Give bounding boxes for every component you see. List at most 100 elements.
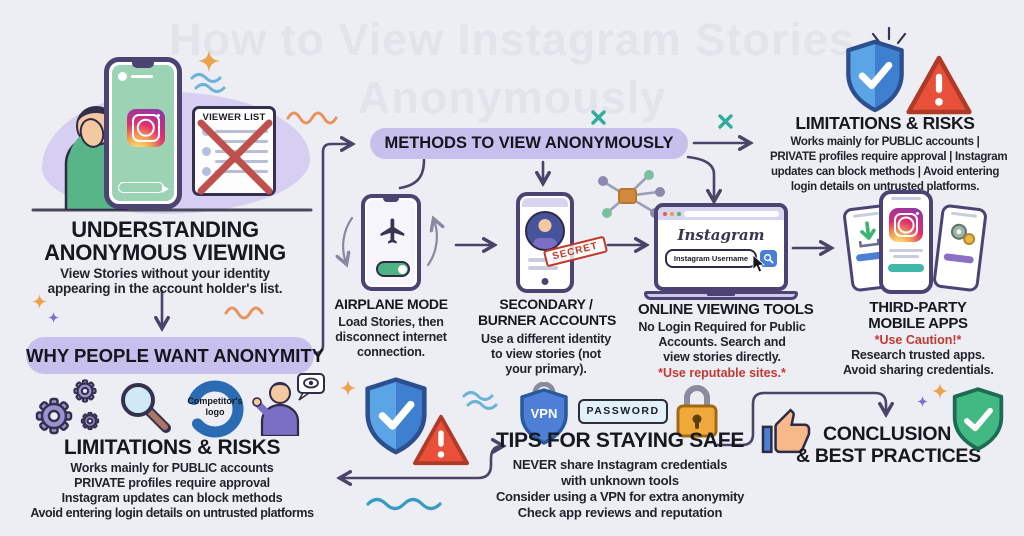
password-badge: PASSWORD bbox=[578, 399, 668, 424]
username-search-input[interactable]: Instagram Username bbox=[665, 249, 757, 268]
arrow-tips-to-conclusion bbox=[715, 391, 886, 447]
watermark-title-line2: Anonymously bbox=[357, 72, 667, 123]
refresh-arc-left bbox=[343, 216, 354, 263]
tips-line3: Consider using a VPN for extra anonymity bbox=[495, 489, 745, 504]
tips-line1: NEVER share Instagram credentials bbox=[512, 457, 728, 472]
thumbs-up-icon bbox=[761, 408, 811, 454]
green-shield-check-icon bbox=[952, 387, 1004, 451]
viewer-list-card: VIEWER LIST bbox=[192, 106, 276, 196]
airplane-line1: Load Stories, then bbox=[338, 315, 444, 329]
online-warning: *Use reputable sites.* bbox=[658, 366, 786, 380]
app-phone-right bbox=[932, 203, 988, 293]
arrow-tips-to-limitations-left bbox=[341, 446, 502, 478]
squiggle-icon bbox=[224, 306, 264, 320]
x-sparkle-icon bbox=[591, 110, 606, 125]
understanding-heading-line2: ANONYMOUS VIEWING bbox=[44, 240, 286, 265]
sparkle-icon bbox=[932, 383, 948, 399]
limitations-left-line3: Instagram updates can block methods bbox=[61, 491, 283, 505]
airplane-mode-phone bbox=[361, 194, 421, 291]
download-icon bbox=[858, 221, 881, 248]
decorative-waves bbox=[190, 26, 907, 511]
understanding-body-line1: View Stories without your identity bbox=[60, 266, 270, 281]
refresh-arcs bbox=[343, 218, 437, 265]
competitor-logo: Competitor's logo bbox=[184, 378, 246, 440]
browser-dot-red bbox=[663, 211, 667, 216]
tips-heading: TIPS FOR STAYING SAFE bbox=[495, 429, 745, 452]
search-button[interactable] bbox=[760, 250, 777, 267]
instagram-logo-icon bbox=[889, 208, 923, 242]
toggle-on bbox=[376, 261, 410, 277]
laptop-illustration: Instagram Instagram Username bbox=[644, 203, 798, 300]
warning-triangle-icon bbox=[413, 414, 469, 466]
orange-sparkles bbox=[32, 50, 948, 399]
thirdparty-title-line1: THIRD-PARTY bbox=[869, 299, 967, 316]
methods-pill: METHODS TO VIEW ANONYMOUSLY bbox=[370, 128, 688, 159]
online-title: ONLINE VIEWING TOOLS bbox=[638, 301, 814, 318]
viewer-row bbox=[202, 167, 268, 176]
limitations-right-line3: updates can block methods | Avoid enteri… bbox=[770, 166, 1000, 178]
thirdparty-warning: *Use Caution!* bbox=[874, 333, 962, 347]
browser-dot-green bbox=[677, 211, 681, 216]
shield-check-icon bbox=[365, 377, 427, 455]
understanding-heading-line1: UNDERSTANDING bbox=[71, 217, 259, 242]
whisper-person-icon bbox=[252, 373, 325, 436]
watermark-title-line1: How to View Instagram Stories bbox=[169, 14, 855, 65]
sparkle-icon bbox=[32, 294, 47, 309]
laptop-brand: Instagram bbox=[677, 226, 765, 244]
magnifier-icon bbox=[121, 383, 171, 433]
airplane-line2: disconnect internet bbox=[335, 330, 447, 344]
cursor-icon bbox=[752, 255, 765, 273]
vpn-label: VPN bbox=[530, 406, 558, 421]
connector-methods-to-airplane bbox=[398, 158, 426, 190]
sparkle-icon bbox=[917, 396, 928, 407]
shield-check-icon bbox=[846, 39, 904, 113]
avatar bbox=[525, 211, 565, 251]
sparkle-icon bbox=[340, 380, 356, 396]
instagram-logo-icon bbox=[127, 109, 165, 147]
story-reply-bar bbox=[118, 182, 164, 193]
competitor-logo-text2: logo bbox=[205, 407, 225, 417]
viewer-list-label: VIEWER LIST bbox=[202, 112, 266, 123]
understanding-body-line2: appearing in the account holder's list. bbox=[47, 281, 283, 296]
gears-icon bbox=[35, 379, 100, 435]
padlock-icon bbox=[676, 385, 718, 438]
flow-arrows bbox=[162, 143, 886, 478]
limitations-right-heading: LIMITATIONS & RISKS bbox=[795, 113, 975, 133]
thirdparty-line2: Avoid sharing credentials. bbox=[843, 363, 994, 377]
warning-triangle-icon bbox=[906, 55, 972, 115]
limitations-left-heading: LIMITATIONS & RISKS bbox=[63, 436, 281, 459]
limitations-right-line1: Works mainly for PUBLIC accounts | bbox=[790, 136, 980, 148]
tips-line2: with unknown tools bbox=[561, 473, 679, 488]
burner-account-phone bbox=[516, 192, 574, 293]
vpn-shield-icon: VPN bbox=[516, 381, 572, 446]
why-anonymity-pill: WHY PEOPLE WANT ANONYMITY bbox=[26, 337, 324, 374]
wave-icon bbox=[462, 391, 498, 410]
viewer-row bbox=[202, 140, 268, 143]
refresh-arc-right bbox=[426, 220, 437, 267]
online-line3: view stories directly. bbox=[663, 350, 781, 364]
app-phone-center bbox=[879, 190, 933, 294]
thirdparty-apps-illustration bbox=[842, 190, 993, 298]
instagram-phone-illustration bbox=[104, 57, 182, 209]
limitations-left-line2: PRIVATE profiles require approval bbox=[74, 476, 270, 490]
url-bar bbox=[684, 210, 779, 217]
secondary-title-line2: BURNER ACCOUNTS bbox=[478, 312, 617, 328]
secondary-title-line1: SECONDARY / bbox=[499, 296, 593, 312]
settings-coin-icon bbox=[950, 223, 976, 246]
secondary-line2: to view stories (not bbox=[491, 347, 601, 361]
competitor-logo-ring bbox=[186, 380, 244, 438]
wave-icon bbox=[366, 497, 442, 511]
secondary-line3: your primary). bbox=[505, 362, 587, 376]
airplane-icon bbox=[380, 218, 405, 244]
airplane-line3: connection. bbox=[357, 345, 425, 359]
airplane-title: AIRPLANE MODE bbox=[334, 296, 448, 312]
online-line2: Accounts. Search and bbox=[658, 335, 786, 349]
conclusion-heading-line1: CONCLUSION bbox=[822, 423, 952, 445]
competitor-logo-text1: Competitor's bbox=[187, 396, 243, 406]
squiggle-icon bbox=[286, 111, 338, 125]
conclusion-heading-line2: & BEST PRACTICES bbox=[796, 445, 981, 467]
app-phone-left bbox=[842, 203, 898, 293]
browser-dot-yellow bbox=[670, 211, 674, 216]
